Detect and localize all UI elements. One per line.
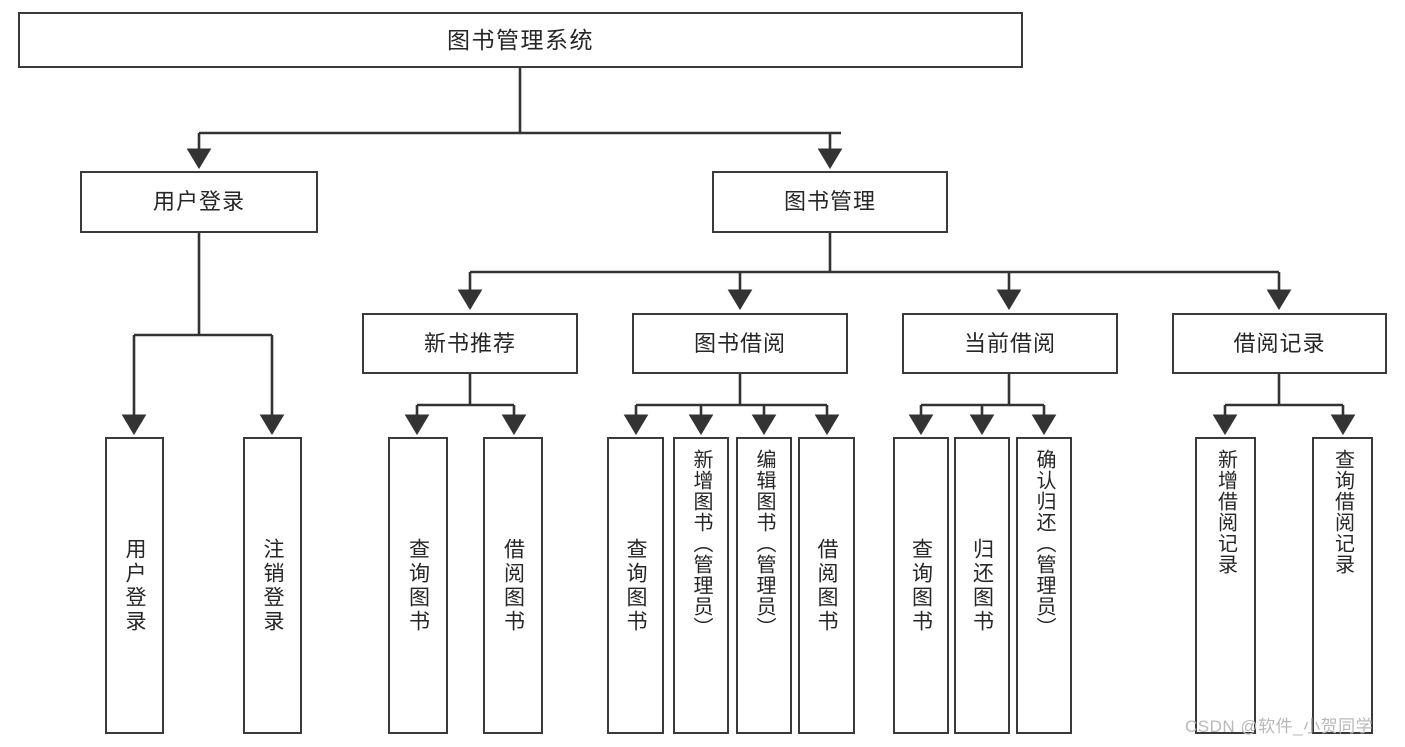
node-new-book-recommend-label: 新书推荐: [423, 330, 516, 356]
node-leaf-borrow-book-2-label: 借阅图书: [815, 537, 838, 634]
node-leaf-user-logout-label: 注销登录: [261, 537, 284, 634]
node-leaf-return-book[interactable]: 归还图书: [954, 437, 1010, 734]
node-leaf-query-book-1-label: 查询图书: [406, 537, 430, 634]
node-leaf-query-book-3[interactable]: 查询图书: [893, 437, 949, 734]
node-root[interactable]: 图书管理系统: [18, 12, 1023, 68]
node-leaf-add-book-label: 新增图书（管理员）: [690, 449, 712, 638]
node-user-login[interactable]: 用户登录: [80, 171, 318, 233]
node-leaf-query-book-2-label: 查询图书: [624, 537, 647, 634]
node-leaf-query-record[interactable]: 查询借阅记录: [1312, 437, 1373, 734]
node-leaf-borrow-book-1-label: 借阅图书: [501, 537, 525, 634]
node-leaf-query-book-1[interactable]: 查询图书: [388, 437, 448, 734]
node-leaf-add-record-label: 新增借阅记录: [1214, 449, 1237, 575]
node-leaf-user-login[interactable]: 用户登录: [105, 437, 164, 734]
node-leaf-return-book-label: 归还图书: [970, 537, 994, 634]
node-borrow-record-label: 借阅记录: [1233, 330, 1326, 356]
node-book-borrow-label: 图书借阅: [693, 330, 786, 356]
node-leaf-borrow-book-2[interactable]: 借阅图书: [798, 437, 855, 734]
csdn-watermark: CSDN @软件_小贺同学: [1185, 717, 1374, 736]
node-book-management[interactable]: 图书管理: [712, 171, 948, 233]
node-leaf-add-book[interactable]: 新增图书（管理员）: [673, 437, 729, 734]
node-current-borrow[interactable]: 当前借阅: [902, 313, 1118, 374]
node-book-management-label: 图书管理: [783, 189, 876, 215]
node-leaf-add-record[interactable]: 新增借阅记录: [1195, 437, 1256, 734]
node-leaf-confirm-return-label: 确认归还（管理员）: [1033, 449, 1055, 638]
node-leaf-query-book-2[interactable]: 查询图书: [607, 437, 664, 734]
node-leaf-query-book-3-label: 查询图书: [909, 537, 933, 634]
node-book-borrow[interactable]: 图书借阅: [632, 313, 848, 374]
node-current-borrow-label: 当前借阅: [963, 330, 1056, 356]
node-root-label: 图书管理系统: [447, 26, 594, 53]
node-leaf-borrow-book-1[interactable]: 借阅图书: [483, 437, 543, 734]
node-new-book-recommend[interactable]: 新书推荐: [362, 313, 578, 374]
node-leaf-user-logout[interactable]: 注销登录: [243, 437, 302, 734]
node-leaf-edit-book-label: 编辑图书（管理员）: [753, 449, 775, 638]
node-leaf-edit-book[interactable]: 编辑图书（管理员）: [736, 437, 792, 734]
node-leaf-confirm-return[interactable]: 确认归还（管理员）: [1016, 437, 1072, 734]
node-leaf-user-login-label: 用户登录: [123, 537, 146, 634]
node-leaf-query-record-label: 查询借阅记录: [1331, 449, 1354, 575]
node-user-login-label: 用户登录: [152, 189, 245, 215]
node-borrow-record[interactable]: 借阅记录: [1172, 313, 1387, 374]
